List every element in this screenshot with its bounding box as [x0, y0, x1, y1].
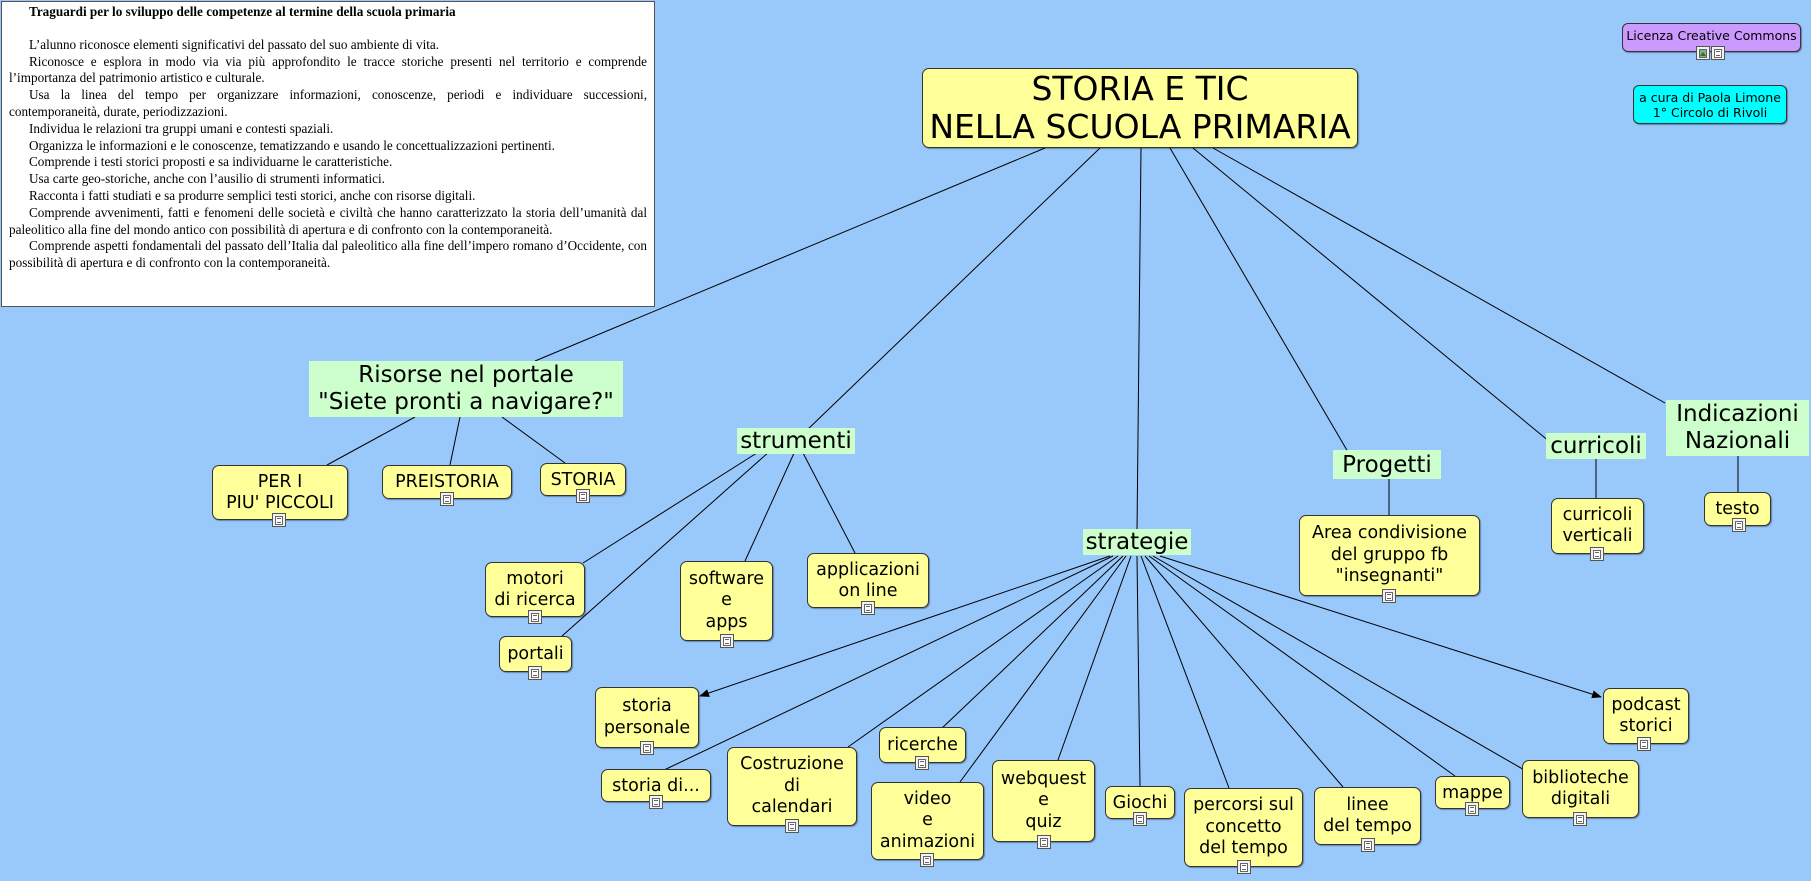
- concept-strategie: strategie: [1083, 529, 1191, 555]
- concept-curricoli: curricoli: [1546, 433, 1646, 459]
- standards-paragraph: Comprende aspetti fondamentali del passa…: [9, 238, 647, 271]
- document-resource-icon[interactable]: [915, 756, 929, 770]
- concept-per-i-piccoli[interactable]: PER I PIU' PICCOLI: [212, 465, 348, 520]
- license-label: Licenza Creative Commons: [1626, 28, 1797, 43]
- document-resource-icon[interactable]: [1237, 860, 1251, 874]
- concept-applicazioni-online[interactable]: applicazioni on line: [807, 553, 929, 608]
- concept-webquest-quiz[interactable]: webquest e quiz: [992, 760, 1095, 842]
- standards-paragraph: Riconosce e esplora in modo via via più …: [9, 53, 647, 86]
- document-resource-icon[interactable]: [272, 513, 286, 527]
- document-resource-icon[interactable]: [861, 601, 875, 615]
- standards-paragraph: Organizza le informazioni e le conoscenz…: [29, 137, 555, 153]
- concept-curricoli-verticali[interactable]: curricoli verticali: [1551, 498, 1644, 554]
- document-resource-icon[interactable]: [1465, 802, 1479, 816]
- document-resource-icon[interactable]: [1637, 737, 1651, 751]
- concept-giochi[interactable]: Giochi: [1105, 786, 1175, 819]
- standards-paragraph: Individua le relazioni tra gruppi umani …: [29, 120, 334, 136]
- document-resource-icon[interactable]: [576, 489, 590, 503]
- standards-paragraph: Usa carte geo-storiche, anche con l’ausi…: [29, 171, 385, 187]
- standards-paragraph: L’alunno riconosce elementi significativ…: [29, 36, 440, 52]
- document-resource-icon[interactable]: [1590, 547, 1604, 561]
- image-resource-icon[interactable]: [1696, 46, 1710, 60]
- document-resource-icon[interactable]: [1361, 838, 1375, 852]
- document-resource-icon[interactable]: [1037, 835, 1051, 849]
- document-resource-icon[interactable]: [920, 853, 934, 867]
- document-resource-icon[interactable]: [649, 795, 663, 809]
- document-resource-icon[interactable]: [1573, 812, 1587, 826]
- concept-storia-personale[interactable]: storia personale: [595, 687, 699, 748]
- standards-paragraph: Racconta i fatti studiati e sa produrre …: [29, 187, 476, 203]
- concept-software-apps[interactable]: software e apps: [680, 561, 773, 641]
- standards-title: Traguardi per lo sviluppo delle competen…: [29, 4, 456, 19]
- concept-video-animazioni[interactable]: video e animazioni: [871, 782, 984, 860]
- document-resource-icon[interactable]: [640, 741, 654, 755]
- document-resource-icon[interactable]: [1382, 589, 1396, 603]
- document-resource-icon[interactable]: [785, 819, 799, 833]
- document-resource-icon[interactable]: [1732, 518, 1746, 532]
- standards-text-box: Traguardi per lo sviluppo delle competen…: [1, 1, 655, 307]
- concept-area-condivisione[interactable]: Area condivisione del gruppo fb "insegna…: [1299, 515, 1480, 596]
- standards-paragraph: Usa la linea del tempo per organizzare i…: [9, 87, 647, 119]
- concept-percorsi-tempo[interactable]: percorsi sul concetto del tempo: [1184, 788, 1303, 867]
- concept-motori-ricerca[interactable]: motori di ricerca: [485, 562, 585, 617]
- document-resource-icon[interactable]: [528, 666, 542, 680]
- document-resource-icon[interactable]: [1133, 812, 1147, 826]
- root-concept: STORIA E TIC NELLA SCUOLA PRIMARIA: [922, 68, 1358, 148]
- concept-storia-di[interactable]: storia di...: [601, 769, 711, 802]
- concept-linee-tempo[interactable]: linee del tempo: [1314, 787, 1421, 845]
- concept-indicazioni-nazionali: Indicazioni Nazionali: [1666, 400, 1809, 456]
- credits-box: a cura di Paola Limone 1° Circolo di Riv…: [1633, 85, 1787, 124]
- standards-paragraph: Comprende i testi storici proposti e sa …: [29, 154, 393, 170]
- concept-costruzione-calendari[interactable]: Costruzione di calendari: [727, 747, 857, 826]
- standards-paragraph: Comprende avvenimenti, fatti e fenomeni …: [9, 204, 647, 237]
- concept-risorse-portale: Risorse nel portale "Siete pronti a navi…: [309, 361, 623, 417]
- document-resource-icon[interactable]: [1711, 46, 1725, 60]
- concept-progetti: Progetti: [1333, 450, 1441, 479]
- concept-strumenti: strumenti: [737, 428, 855, 454]
- document-resource-icon[interactable]: [528, 610, 542, 624]
- concept-biblioteche-digitali[interactable]: biblioteche digitali: [1522, 760, 1639, 818]
- document-resource-icon[interactable]: [440, 492, 454, 506]
- document-resource-icon[interactable]: [720, 634, 734, 648]
- concept-podcast-storici[interactable]: podcast storici: [1603, 688, 1689, 744]
- license-badge[interactable]: Licenza Creative Commons: [1622, 23, 1801, 52]
